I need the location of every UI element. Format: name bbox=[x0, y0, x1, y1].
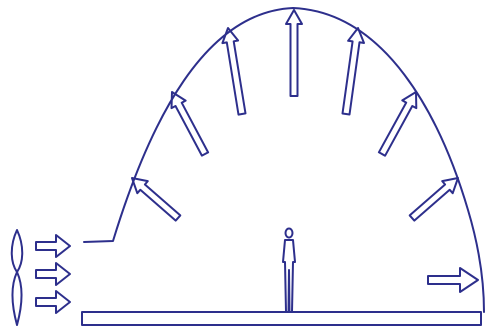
pressure-arrow-6 bbox=[379, 92, 416, 156]
propeller-icon bbox=[12, 230, 23, 325]
pressure-arrow-1 bbox=[132, 178, 180, 221]
pressure-arrow-5 bbox=[343, 28, 365, 115]
pressure-arrow-2 bbox=[172, 92, 209, 156]
pressure-arrow-7 bbox=[410, 178, 458, 221]
floor-slab bbox=[82, 312, 481, 325]
person-silhouette-icon bbox=[283, 229, 295, 313]
pressure-arrow-3 bbox=[222, 28, 245, 115]
inflow-arrow-top bbox=[36, 235, 70, 257]
inflow-arrow-middle bbox=[36, 263, 70, 285]
pressure-arrow-4 bbox=[286, 10, 302, 96]
pressure-arrows bbox=[132, 10, 458, 221]
inflow-arrow-bottom bbox=[36, 291, 70, 313]
outflow-arrow bbox=[428, 268, 478, 292]
dome-membrane bbox=[84, 8, 484, 312]
